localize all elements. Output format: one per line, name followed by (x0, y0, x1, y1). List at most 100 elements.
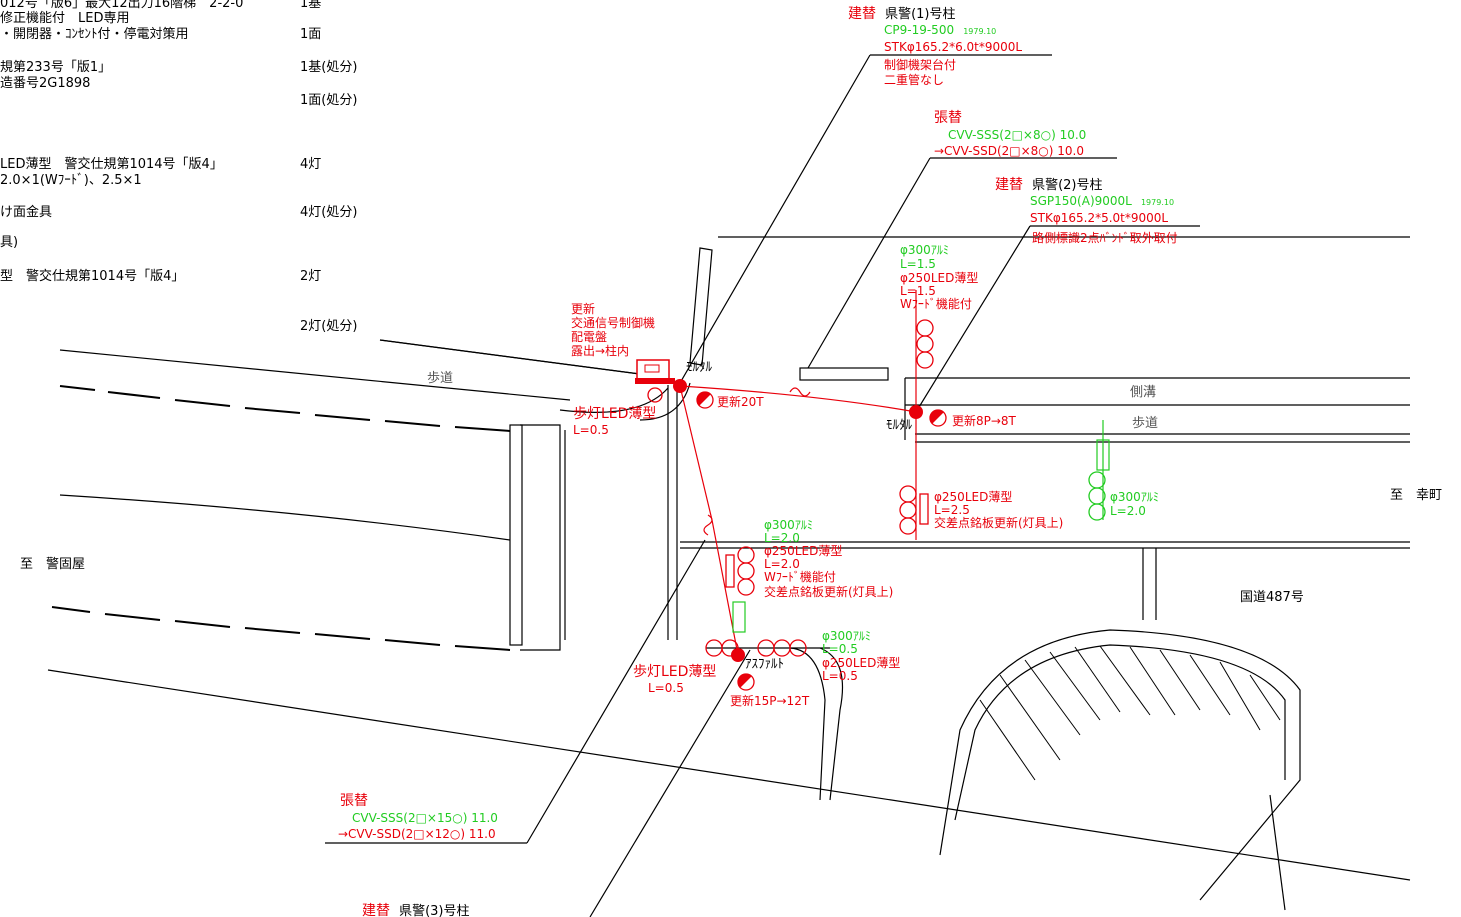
spec-row-9-qty: 4灯(処分) (300, 205, 357, 220)
cable-north-annotation: 張替 CVV-SSS(2□×8○) 10.0 →CVV-SSD(2□×8○) 1… (934, 110, 1086, 158)
pole-2-title: 建替 県警(2)号柱 (995, 174, 1103, 193)
signal-ne-d: L=1.5 (900, 284, 936, 298)
signal-heads (647, 319, 934, 657)
spec-row-6-qty: 1面(処分) (300, 93, 357, 108)
signal-s-b: L=0.5 (822, 642, 858, 656)
controller-l4: 露出→柱内 (571, 343, 629, 358)
signal-e-a: φ300ｱﾙﾐ (1110, 490, 1159, 504)
mortar-2-label: ﾓﾙﾀﾙ (886, 418, 913, 433)
controller-l3: 配電盤 (571, 330, 607, 344)
ped-lamp-1-label: 歩灯LED薄型 (573, 406, 656, 422)
spec-row-2-text: 修正機能付 LED専用 (0, 11, 129, 26)
mortar-1-label: ﾓﾙﾀﾙ (686, 360, 713, 375)
pole-1-annotation: 建替 県警(1)号柱 CP9-19-500 1979.10 STKφ165.2*… (848, 3, 1022, 87)
controller-annotation: 更新 交通信号制御機 配電盤 露出→柱内 (571, 301, 655, 358)
pole-1-spec1-line: CP9-19-500 1979.10 (884, 19, 996, 38)
pole-2-spec1-line: SGP150(A)9000L 1979.10 (1030, 190, 1174, 209)
cable-north-new: →CVV-SSD(2□×8○) 10.0 (934, 144, 1084, 158)
cable-north-action: 張替 (934, 110, 962, 126)
signal-s-annotation: φ300ｱﾙﾐ L=0.5 φ250LED薄型 L=0.5 (822, 629, 900, 683)
signal-heads-green (1088, 471, 1106, 521)
signal-e-b: L=2.0 (1110, 504, 1146, 518)
signal-ne-annotation: φ300ｱﾙﾐ L=1.5 φ250LED薄型 L=1.5 Wﾌｰﾄﾞ機能付 φ… (900, 243, 1063, 530)
pole-1-note1: 制御機架台付 (884, 57, 956, 72)
spec-row-7-text: LED薄型 警交仕規第1014号「版4」 (0, 156, 223, 172)
signal-c-annotation: φ300ｱﾙﾐ L=2.0 φ250LED薄型 L=2.0 Wﾌｰﾄﾞ機能付 交… (764, 518, 893, 599)
pole-3-marker (731, 648, 745, 662)
spec-row-7-qty: 4灯 (300, 157, 321, 172)
handhole-2-label: 更新8P→8T (952, 413, 1017, 428)
pole-1-marker (673, 379, 687, 393)
signal-c-e: Wﾌｰﾄﾞ機能付 (764, 569, 836, 584)
signal-s-d: L=0.5 (822, 669, 858, 683)
pole-2-spec2: STKφ165.2*5.0t*9000L (1030, 211, 1168, 225)
signal-ne-bot-c: 交差点銘板更新(灯具上) (934, 515, 1063, 530)
green-poles (732, 420, 1110, 633)
signal-c-b: L=2.0 (764, 531, 800, 545)
spec-row-10-text: 具) (0, 235, 18, 250)
spec-row-9-text: け面金具 (0, 204, 52, 220)
signal-c-a: φ300ｱﾙﾐ (764, 518, 813, 532)
cable-north-old: CVV-SSS(2□×8○) 10.0 (948, 128, 1086, 142)
spec-list: 012号「版6」最大12出力16階梯 2-2-0 1基 修正機能付 LED専用 … (0, 0, 357, 334)
pole-2-marker (909, 405, 923, 419)
pole-2-name: 県警(2)号柱 (1032, 177, 1102, 193)
handhole-2-icon (929, 409, 947, 427)
pole-1-name: 県警(1)号柱 (885, 6, 955, 22)
pole-2-action: 建替 (995, 177, 1023, 193)
signal-c-c: φ250LED薄型 (764, 543, 842, 558)
spec-row-11-text: 型 警交仕規第1014号「版4」 (0, 268, 184, 284)
signal-ne-bot-b: L=2.5 (934, 503, 970, 517)
spec-row-4-qty: 1基(処分) (300, 60, 357, 75)
spec-row-1-qty: 1基 (300, 0, 321, 11)
handhole-3-label: 更新15P→12T (730, 693, 810, 708)
signal-ne-e: Wﾌｰﾄﾞ機能付 (900, 296, 972, 311)
signal-c-f: 交差点銘板更新(灯具上) (764, 584, 893, 599)
road-linework (47, 54, 1411, 917)
pole-2-note1: 路側標識2点ﾊﾞﾝﾄﾞ取外取付 (1032, 230, 1178, 245)
cable-south-action: 張替 (340, 793, 368, 809)
signal-s-c: φ250LED薄型 (822, 655, 900, 670)
pole-2-date1: 1979.10 (1141, 198, 1174, 207)
signal-ne-bot-a: φ250LED薄型 (934, 489, 1012, 504)
poles (673, 379, 923, 662)
spec-row-5-text: 造番号2G1898 (0, 76, 90, 91)
spec-row-3-text: ・開閉器・ｺﾝｾﾝﾄ付・停電対策用 (0, 26, 189, 42)
pole-3-name: 県警(3)号柱 (399, 903, 469, 917)
pole-1-title: 建替 県警(1)号柱 (848, 3, 956, 22)
ped-lamp-2-len: L=0.5 (648, 681, 684, 695)
signal-ne-c: φ250LED薄型 (900, 270, 978, 285)
handhole-3-icon (737, 673, 755, 691)
handholes (696, 391, 947, 691)
spec-row-4-text: 規第233号「版1」 (0, 60, 111, 75)
ped-lamp-1-len: L=0.5 (573, 423, 609, 437)
pole-1-spec2: STKφ165.2*6.0t*9000L (884, 40, 1022, 54)
sidewalk-west-label: 歩道 (427, 371, 453, 386)
pole-2-spec1: SGP150(A)9000L (1030, 194, 1132, 208)
controller-box-icon (635, 359, 675, 384)
controller-l1: 更新 (571, 301, 595, 316)
pole-1-note2: 二重管なし (884, 72, 944, 87)
gutter-label: 側溝 (1130, 385, 1156, 400)
pole-1-spec1: CP9-19-500 (884, 23, 954, 37)
spec-row-11-qty: 2灯 (300, 269, 321, 284)
controller-l2: 交通信号制御機 (571, 315, 655, 330)
asphalt-label: ｱｽﾌｧﾙﾄ (745, 657, 784, 672)
signal-c-d: L=2.0 (764, 557, 800, 571)
handhole-1-label: 更新20T (717, 394, 764, 409)
to-east-label: 至 幸町 (1390, 488, 1442, 503)
signal-e-annotation: φ300ｱﾙﾐ L=2.0 (1110, 490, 1159, 518)
sidewalk-east-label: 歩道 (1132, 416, 1158, 431)
spec-row-8-text: 2.0×1(Wﾌｰﾄﾞ)、2.5×1 (0, 173, 142, 188)
pole-1-date1: 1979.10 (963, 27, 996, 36)
cable-south-new: →CVV-SSD(2□×12○) 11.0 (338, 827, 496, 841)
signal-s-a: φ300ｱﾙﾐ (822, 629, 871, 643)
handhole-1-icon (696, 391, 714, 409)
signal-ne-b: L=1.5 (900, 257, 936, 271)
to-west-label: 至 警固屋 (20, 556, 85, 572)
route-label: 国道487号 (1240, 590, 1304, 605)
spec-row-12-qty: 2灯(処分) (300, 319, 357, 334)
ped-lamp-2-label: 歩灯LED薄型 (633, 664, 716, 680)
spec-row-1-text: 012号「版6」最大12出力16階梯 2-2-0 (0, 0, 243, 11)
